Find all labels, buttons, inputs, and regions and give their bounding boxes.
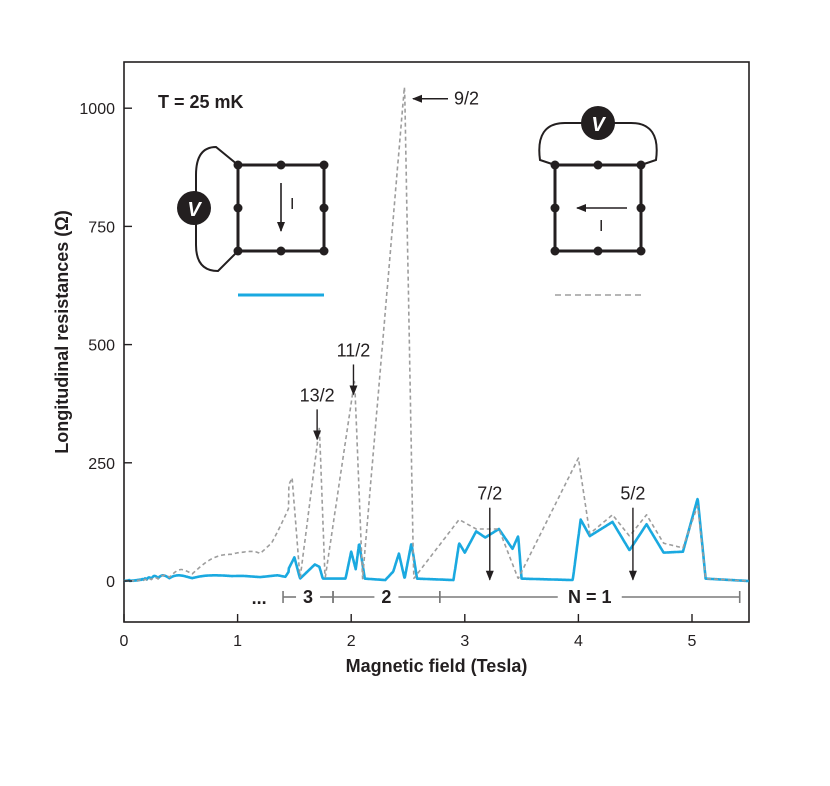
- plot-frame: [123, 61, 750, 623]
- landau-label: N = 1: [568, 587, 612, 607]
- temperature-label: T = 25 mK: [158, 92, 244, 112]
- annotation-label: 11/2: [337, 340, 371, 360]
- y-tick-label: 250: [88, 456, 115, 473]
- contact-dot: [319, 203, 329, 213]
- y-tick-label: 750: [88, 219, 115, 236]
- voltmeter-icon: [581, 106, 615, 140]
- x-tick-label: 0: [120, 633, 129, 650]
- landau-label: ...: [252, 588, 267, 608]
- voltmeter-label: V: [187, 199, 202, 221]
- voltmeter-icon: [177, 191, 211, 225]
- x-tick-label: 3: [460, 633, 469, 650]
- current-label: I: [599, 218, 603, 235]
- current-label: I: [290, 196, 294, 213]
- contact-dot: [636, 203, 646, 213]
- contact-dot: [276, 246, 286, 256]
- contact-dot: [319, 160, 329, 170]
- y-tick-label: 500: [88, 338, 115, 355]
- contact-dot: [233, 203, 243, 213]
- x-tick-label: 2: [347, 633, 356, 650]
- annotation-label: 13/2: [300, 385, 335, 405]
- contact-dot: [319, 246, 329, 256]
- x-tick-label: 1: [233, 633, 242, 650]
- annotation-label: 9/2: [454, 89, 479, 109]
- annotation-label: 7/2: [477, 484, 502, 504]
- landau-label: 3: [303, 587, 313, 607]
- y-axis-title: Longitudinal resistances (Ω): [52, 210, 72, 453]
- x-tick-label: 4: [574, 633, 583, 650]
- x-tick-label: 5: [688, 633, 697, 650]
- voltmeter-label: V: [591, 114, 606, 136]
- contact-dot: [593, 246, 603, 256]
- landau-label: 2: [381, 587, 391, 607]
- contact-dot: [636, 246, 646, 256]
- contact-dot: [550, 203, 560, 213]
- series-line-2: [123, 86, 750, 582]
- y-tick-label: 0: [106, 574, 115, 591]
- inset-2: VI: [538, 106, 658, 296]
- series-line-1: [123, 497, 750, 583]
- x-axis-title: Magnetic field (Tesla): [346, 656, 528, 676]
- contact-dot: [276, 160, 286, 170]
- y-tick-label: 1000: [79, 101, 115, 118]
- contact-dot: [550, 246, 560, 256]
- annotation-label: 5/2: [620, 484, 645, 504]
- contact-dot: [593, 160, 603, 170]
